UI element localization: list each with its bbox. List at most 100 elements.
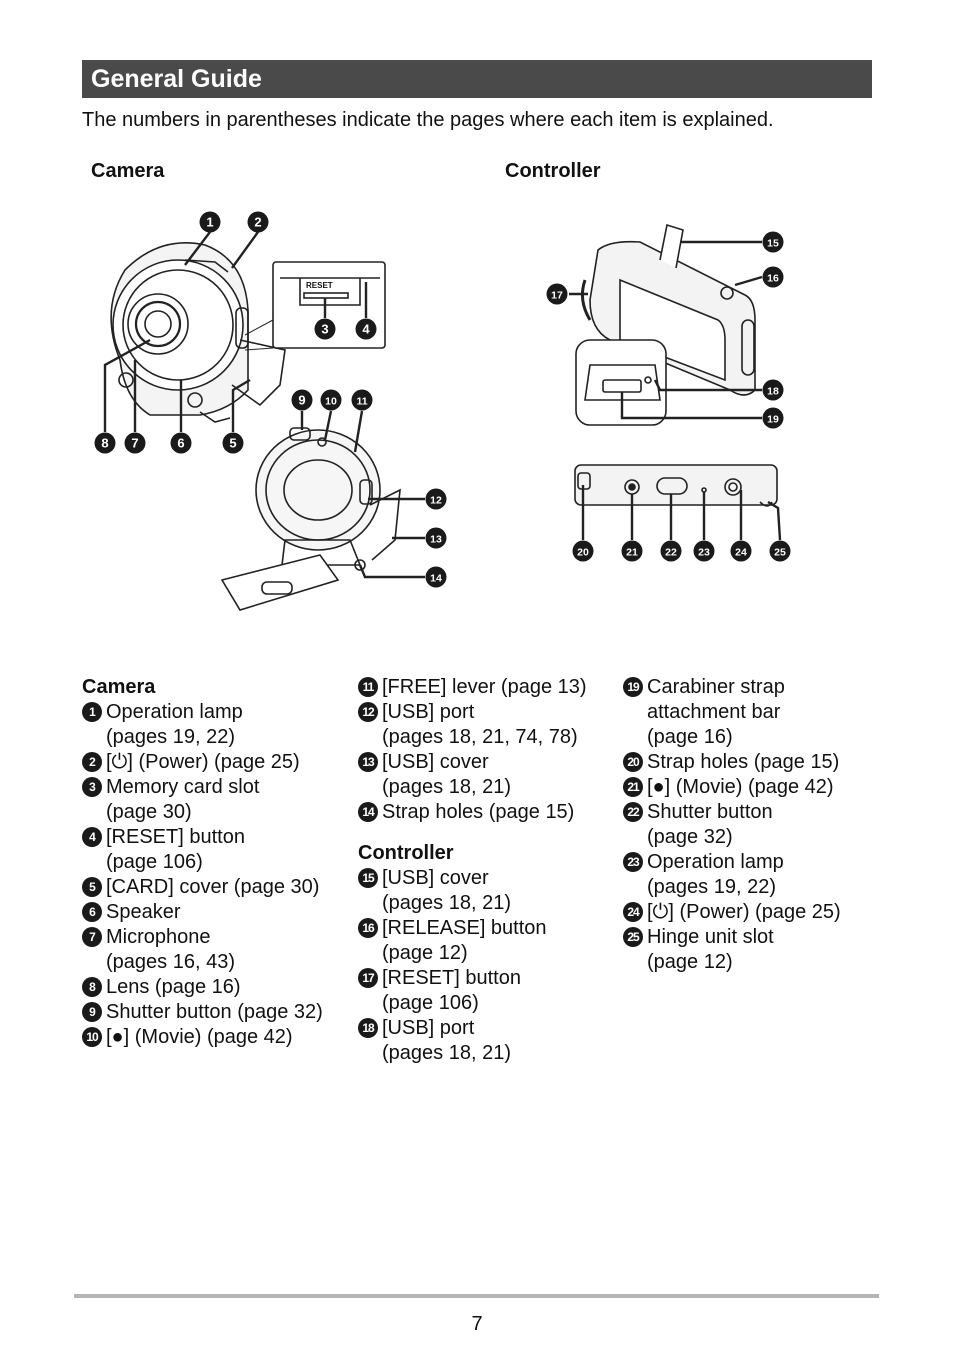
callout-circle	[199, 211, 221, 233]
legend-item: 5[CARD] cover (page 30)	[82, 875, 323, 900]
item-number-badge: 9	[82, 1002, 102, 1022]
callout-number: 24	[735, 547, 747, 559]
callout-circle	[693, 540, 715, 562]
camera-figure-label: Camera	[91, 160, 165, 182]
legend-item: 18[USB] port (pages 18, 21)	[358, 1016, 587, 1066]
callout-25: 25	[769, 540, 791, 562]
callout-13: 13	[425, 527, 447, 549]
item-label: Carabiner strap attachment bar (page 16)	[647, 676, 785, 748]
item-number-badge: 7	[82, 927, 102, 947]
item-label: Shutter button (page 32)	[106, 1001, 323, 1023]
controller-illustration	[574, 223, 778, 507]
callout-number: 3	[321, 322, 328, 337]
item-number-badge: 17	[358, 968, 378, 988]
legend-item: 12[USB] port (pages 18, 21, 74, 78)	[358, 700, 587, 750]
item-label: [RELEASE] button (page 12)	[382, 917, 547, 964]
callout-number: 17	[551, 290, 563, 302]
callout-19: 19	[762, 407, 784, 429]
item-number-badge: 19	[623, 677, 643, 697]
callout-number: 4	[362, 322, 370, 337]
callout-number: 21	[626, 547, 638, 559]
item-label: Lens (page 16)	[106, 976, 241, 998]
callout-number: 8	[101, 436, 108, 451]
item-number-badge: 4	[82, 827, 102, 847]
callout-circle	[94, 432, 116, 454]
legend-item: 21[●] (Movie) (page 42)	[623, 775, 841, 800]
callout-circle	[769, 540, 791, 562]
callout-circle	[320, 389, 342, 411]
callout-2: 2	[247, 211, 269, 233]
item-label: [USB] cover (pages 18, 21)	[382, 751, 511, 798]
item-number-badge: 3	[82, 777, 102, 797]
controller-figure-label: Controller	[505, 160, 601, 182]
callout-22: 22	[660, 540, 682, 562]
item-label: [⏻] (Power) (page 25)	[106, 751, 300, 773]
legend-item: 16[RELEASE] button (page 12)	[358, 916, 587, 966]
item-number-badge: 11	[358, 677, 378, 697]
item-number-badge: 2	[82, 752, 102, 772]
callout-7: 7	[124, 432, 146, 454]
title-bar: General Guide	[82, 60, 872, 98]
item-label: Shutter button (page 32)	[647, 801, 773, 848]
callout-circle	[762, 266, 784, 288]
callout-17: 17	[546, 283, 568, 305]
callout-number: 5	[229, 436, 236, 451]
callout-5: 5	[222, 432, 244, 454]
callout-4: 4	[355, 318, 377, 340]
item-number-badge: 15	[358, 868, 378, 888]
callout-circle	[170, 432, 192, 454]
callout-circle	[546, 283, 568, 305]
callout-12: 12	[425, 488, 447, 510]
callout-circle	[762, 407, 784, 429]
legend-item: 2[⏻] (Power) (page 25)	[82, 750, 323, 775]
callout-circle	[425, 566, 447, 588]
callout-circle	[355, 318, 377, 340]
item-label: Strap holes (page 15)	[382, 801, 575, 823]
item-label: [RESET] button (page 106)	[382, 967, 521, 1014]
item-label: [USB] port (pages 18, 21)	[382, 1017, 511, 1064]
item-number-badge: 1	[82, 702, 102, 722]
callout-18: 18	[762, 379, 784, 401]
callout-number: 25	[774, 547, 786, 559]
legend-item: 10[●] (Movie) (page 42)	[82, 1025, 323, 1050]
legend-item: 4[RESET] button (page 106)	[82, 825, 323, 875]
item-number-badge: 10	[82, 1027, 102, 1047]
callout-circle	[572, 540, 594, 562]
item-label: [●] (Movie) (page 42)	[106, 1026, 293, 1048]
callout-10: 10	[320, 389, 342, 411]
callout-number: 18	[767, 386, 779, 398]
callout-24: 24	[730, 540, 752, 562]
item-label: [FREE] lever (page 13)	[382, 676, 587, 698]
callout-9: 9	[291, 389, 313, 411]
item-label: [●] (Movie) (page 42)	[647, 776, 834, 798]
item-label: [RESET] button (page 106)	[106, 826, 245, 873]
callout-circle	[351, 389, 373, 411]
callout-23: 23	[693, 540, 715, 562]
callout-16: 16	[762, 266, 784, 288]
item-number-badge: 6	[82, 902, 102, 922]
item-number-badge: 8	[82, 977, 102, 997]
item-label: Microphone (pages 16, 43)	[106, 926, 235, 973]
callout-number: 20	[577, 547, 589, 559]
item-label: Operation lamp (pages 19, 22)	[106, 701, 243, 748]
callout-circle	[762, 231, 784, 253]
item-number-badge: 5	[82, 877, 102, 897]
legend-item: 15[USB] cover (pages 18, 21)	[358, 866, 587, 916]
legend-item: 24[⏻] (Power) (page 25)	[623, 900, 841, 925]
callout-circle	[247, 211, 269, 233]
callout-circle	[762, 379, 784, 401]
item-label: [USB] port (pages 18, 21, 74, 78)	[382, 701, 578, 748]
callout-number: 19	[767, 414, 779, 426]
device-diagram: RESET	[94, 211, 791, 611]
item-number-badge: 23	[623, 852, 643, 872]
item-label: Speaker	[106, 901, 181, 923]
